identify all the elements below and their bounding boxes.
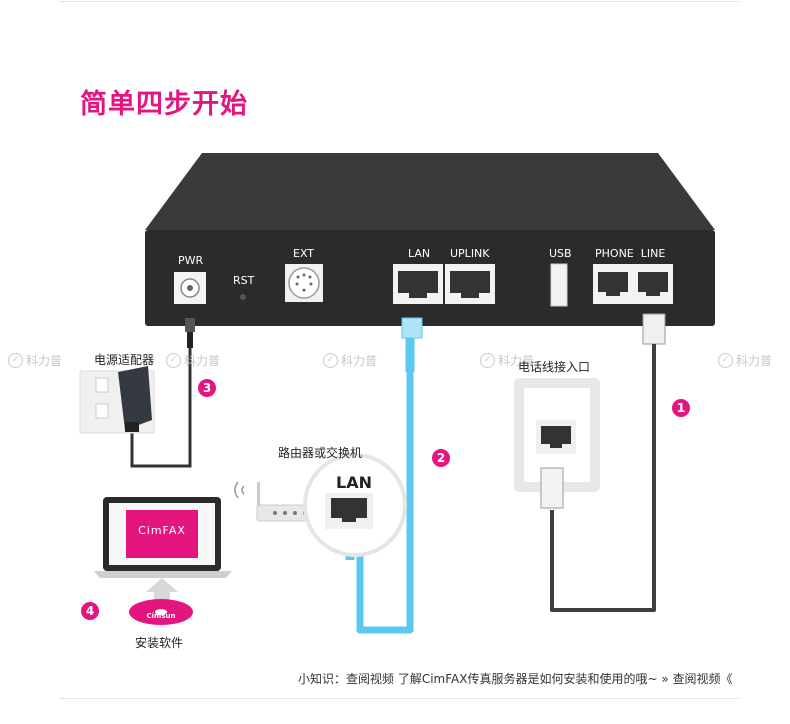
watermark: ✓科力普 [323,352,377,369]
cd-icon [129,599,193,625]
router-label: 路由器或交换机 [278,446,363,460]
logo-icon: ✓ [166,353,181,368]
software-label: 安装软件 [135,636,184,650]
phone-port [593,264,633,304]
uplink-label: UPLINK [450,247,490,260]
watermark: ✓科力普 [480,352,534,369]
step-badge-1: 1 [672,399,690,417]
router-lan-label: LAN [336,473,372,492]
logo-icon: ✓ [718,353,733,368]
ext-label: EXT [293,247,315,260]
top-divider [60,1,740,2]
step-badge-3: 3 [198,379,216,397]
logo-icon: ✓ [480,353,495,368]
power-adapter-icon [118,366,152,432]
step-badge-2: 2 [432,449,450,467]
rst-label: RST [233,274,255,287]
phone-wall-jack [514,378,600,509]
footer-tip: 小知识：查阅视频 了解CimFAX传真服务器是如何安装和使用的哦~ » 查阅视频… [298,672,733,686]
cd-brand: Cimsun [146,612,176,620]
bottom-divider [60,698,740,699]
pwr-label: PWR [178,254,204,267]
uplink-port [445,264,495,304]
router-lan-magnifier [303,453,407,557]
logo-icon: ✓ [8,353,23,368]
line-port [633,264,673,304]
upload-arrow-icon [146,578,178,600]
adapter-label: 电源适配器 [94,353,155,367]
watermark: ✓科力普 [8,352,62,369]
step-badge-4: 4 [81,602,99,620]
screen-brand: CimFAX [138,524,186,537]
usb-port [550,263,568,307]
lan-port [393,264,443,304]
power-cable [130,318,195,468]
page-title: 简单四步开始 [80,89,248,120]
watermark: ✓科力普 [718,352,772,369]
logo-icon: ✓ [323,353,338,368]
lan-label: LAN [408,247,431,260]
pwr-socket [174,272,206,304]
ext-port [285,264,323,302]
phone-line-label: PHONE LINE [595,247,666,260]
watermark: ✓科力普 [166,352,220,369]
rst-hole [240,294,246,300]
phone-cable [550,313,666,612]
usb-label: USB [549,247,572,260]
laptop-icon [94,497,232,578]
wifi-icon [234,481,245,499]
phone-jack-label: 电话线接入口 [518,360,591,374]
